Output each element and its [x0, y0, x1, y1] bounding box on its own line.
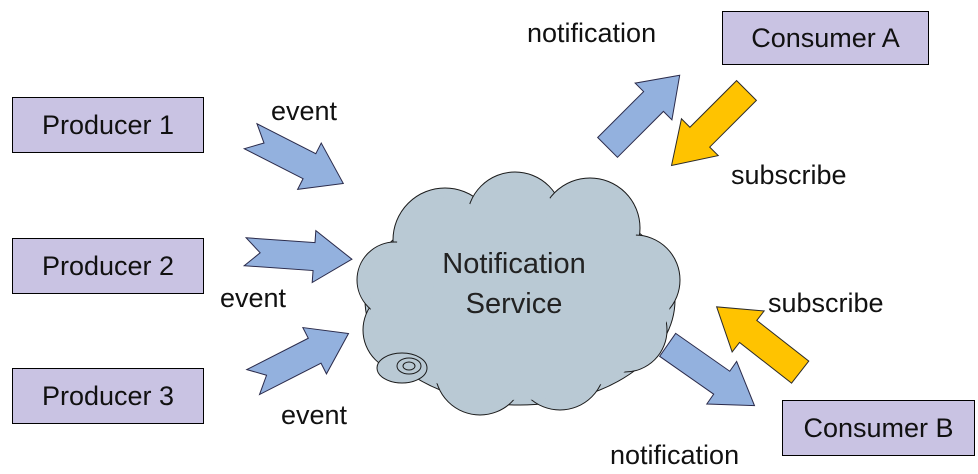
service-title-line-1: Notification [442, 248, 586, 280]
consumer-b-box: Consumer B [782, 400, 975, 456]
event-label-2: event [220, 283, 287, 313]
notification-label-a: notification [527, 18, 657, 48]
consumer-a-box: Consumer A [722, 11, 929, 65]
notification-label-b: notification [610, 440, 740, 470]
subscribe-arrow-b [715, 306, 810, 384]
event-arrow-2 [242, 229, 353, 284]
service-title-line-2: Service [465, 288, 563, 320]
cloud-tail-bubble [376, 352, 428, 384]
notification-service-label: Notification Service [414, 244, 614, 324]
cloud-shape [356, 171, 681, 416]
subscribe-label-a: subscribe [731, 160, 847, 190]
subscribe-arrow-a [670, 79, 758, 167]
event-label-1: event [271, 96, 338, 126]
event-arrow-1 [242, 122, 345, 190]
notification-arrow-b [658, 332, 756, 407]
subscribe-label-b: subscribe [768, 288, 884, 318]
notification-arrow-a [596, 74, 681, 159]
producer-1-box: Producer 1 [12, 97, 204, 153]
event-arrow-3 [245, 326, 350, 396]
producer-2-box: Producer 2 [12, 238, 204, 294]
event-label-3: event [281, 400, 348, 430]
producer-3-box: Producer 3 [12, 368, 204, 424]
